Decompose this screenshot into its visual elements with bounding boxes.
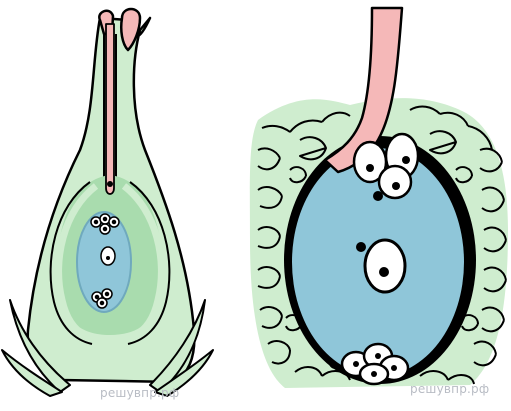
ovule-enlarged-figure <box>250 8 508 388</box>
sperm-nucleus-left <box>107 181 113 187</box>
pistil-figure <box>2 9 213 396</box>
watermark-right: решувпр.рф <box>410 382 489 396</box>
sperm-nucleus-right <box>356 242 366 252</box>
watermark-left: решувпр.рф <box>100 386 179 400</box>
pollen-tube-left <box>106 24 114 194</box>
central-nucleus-right <box>365 240 405 292</box>
